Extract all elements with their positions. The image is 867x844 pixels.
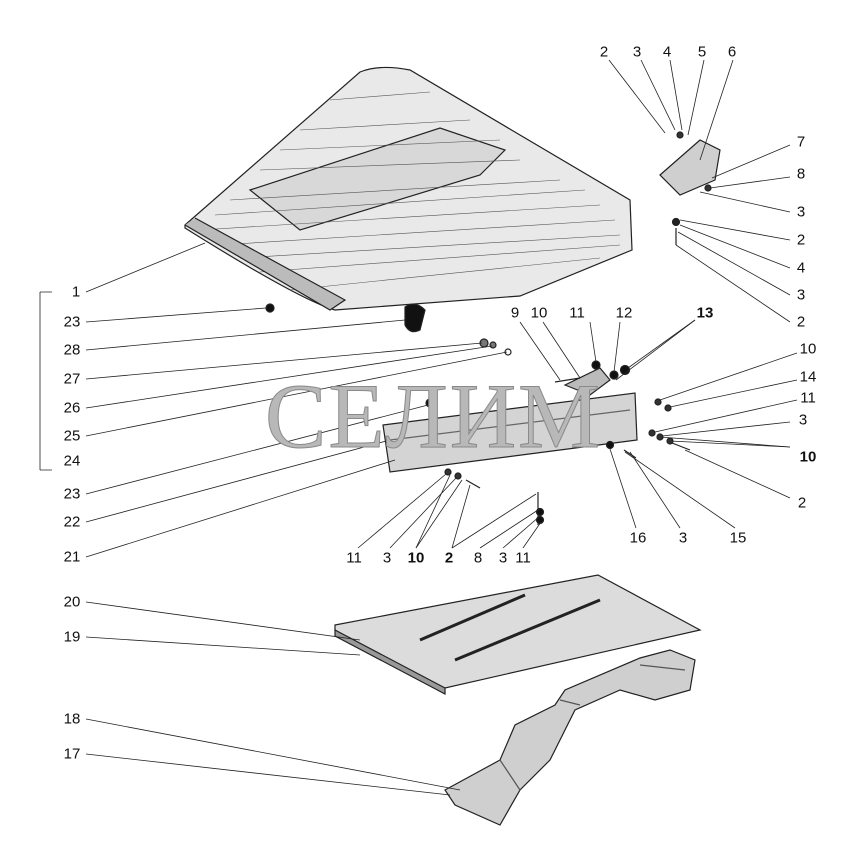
callout-label: 7 <box>796 133 806 151</box>
callout-label: 3 <box>796 203 806 221</box>
leader-lines <box>39 59 798 796</box>
callout-label: 3 <box>382 549 392 567</box>
callout-label: 16 <box>629 529 647 547</box>
hood-panel <box>184 66 633 311</box>
callout-label: 14 <box>799 368 817 386</box>
bracket-assembly <box>659 131 721 245</box>
callout-label: 11 <box>515 549 531 567</box>
callout-label: 22 <box>63 513 81 531</box>
callout-label: 11 <box>569 304 585 322</box>
cross-bar <box>382 360 638 473</box>
callout-label: 10 <box>799 448 817 466</box>
callout-label: 2 <box>796 313 806 331</box>
callout-label: 11 <box>346 549 362 567</box>
callout-label: 2 <box>796 231 806 249</box>
callout-label: 23 <box>63 313 81 331</box>
callout-label: 10 <box>407 549 425 567</box>
callout-label: 6 <box>727 43 737 61</box>
callout-label: 27 <box>63 370 81 388</box>
callout-label: 2 <box>599 43 609 61</box>
callout-label: 12 <box>615 304 633 322</box>
callout-label: 9 <box>510 304 520 322</box>
floor-panel <box>334 574 702 695</box>
callout-label: 26 <box>63 399 81 417</box>
callout-label: 28 <box>63 341 81 359</box>
callout-label: 8 <box>473 549 483 567</box>
callout-label: 2 <box>797 494 807 512</box>
callout-label: 3 <box>796 286 806 304</box>
callout-label: 18 <box>63 710 81 728</box>
callout-label: 23 <box>63 485 81 503</box>
callout-label: 13 <box>696 304 714 322</box>
callout-label: 11 <box>800 389 816 407</box>
callout-label: 5 <box>697 43 707 61</box>
callout-label: 3 <box>678 529 688 547</box>
callout-label: 3 <box>498 549 508 567</box>
callout-label: 4 <box>796 259 806 277</box>
callout-label: 3 <box>798 411 808 429</box>
callout-label: 2 <box>444 549 454 567</box>
frame-rail <box>444 649 696 826</box>
callout-label: 15 <box>729 529 747 547</box>
callout-label: 1 <box>71 283 81 301</box>
watermark: СЕЛИМ <box>265 365 602 467</box>
callout-label: 3 <box>632 43 642 61</box>
callout-label: 21 <box>63 548 81 566</box>
callout-label: 20 <box>63 593 81 611</box>
callout-label: 25 <box>63 427 81 445</box>
callout-label: 8 <box>796 165 806 183</box>
callout-label: 10 <box>530 304 548 322</box>
callout-label: 19 <box>63 628 81 646</box>
callout-label: 4 <box>662 43 672 61</box>
callout-label: 10 <box>799 340 817 358</box>
callout-label: 24 <box>63 452 81 470</box>
callout-label: 17 <box>63 745 81 763</box>
